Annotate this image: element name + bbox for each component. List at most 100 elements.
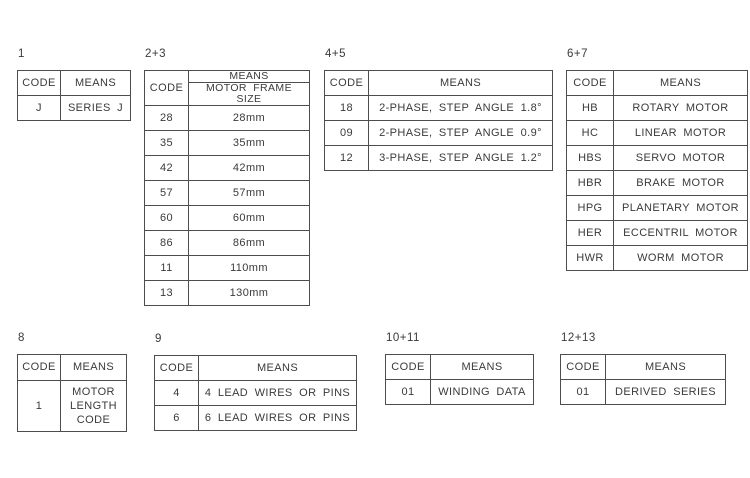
means-cell: PLANETARY MOTOR bbox=[613, 195, 748, 221]
table-label: 2+3 bbox=[145, 48, 167, 60]
means-cell: 2-PHASE, STEP ANGLE 1.8° bbox=[368, 95, 553, 121]
means-cell: 60mm bbox=[188, 205, 310, 232]
code-cell: HPG bbox=[566, 195, 614, 221]
column-header-means: MEANS bbox=[605, 354, 726, 380]
means-cell: 130mm bbox=[188, 280, 310, 307]
column-header-means: MEANS bbox=[198, 355, 357, 381]
means-cell: DERIVED SERIES bbox=[605, 379, 726, 405]
column-header-means: MEANS bbox=[60, 354, 127, 381]
means-cell: 35mm bbox=[188, 130, 310, 157]
means-cell: 6 LEAD WIRES OR PINS bbox=[198, 405, 357, 431]
column-header-means: MEANS bbox=[430, 354, 534, 380]
column-header-means: MEANS bbox=[60, 70, 131, 96]
code-cell: HWR bbox=[566, 245, 614, 271]
code-cell: HER bbox=[566, 220, 614, 246]
table-label: 9 bbox=[155, 333, 162, 345]
code-cell: 09 bbox=[324, 120, 369, 146]
column-header-code: CODE bbox=[154, 355, 199, 381]
code-cell: 13 bbox=[144, 280, 189, 307]
table-label: 6+7 bbox=[567, 48, 589, 60]
means-cell: LINEAR MOTOR bbox=[613, 120, 748, 146]
means-cell: SERIES J bbox=[60, 95, 131, 121]
means-cell: MOTOR LENGTH CODE bbox=[60, 380, 127, 432]
column-header-code: CODE bbox=[560, 354, 606, 380]
column-header-sub: MOTOR FRAME SIZE bbox=[188, 82, 310, 107]
means-cell: BRAKE MOTOR bbox=[613, 170, 748, 196]
code-cell: HBR bbox=[566, 170, 614, 196]
column-header-code: CODE bbox=[566, 70, 614, 96]
means-cell: WORM MOTOR bbox=[613, 245, 748, 271]
means-cell: 86mm bbox=[188, 230, 310, 257]
code-cell: 18 bbox=[324, 95, 369, 121]
code-cell: 01 bbox=[560, 379, 606, 405]
code-cell: 28 bbox=[144, 105, 189, 132]
table-label: 4+5 bbox=[325, 48, 347, 60]
code-cell: 57 bbox=[144, 180, 189, 207]
means-cell: 57mm bbox=[188, 180, 310, 207]
means-cell: 2-PHASE, STEP ANGLE 0.9° bbox=[368, 120, 553, 146]
code-cell: 42 bbox=[144, 155, 189, 182]
means-cell: ECCENTRIL MOTOR bbox=[613, 220, 748, 246]
code-cell: HB bbox=[566, 95, 614, 121]
code-cell: 11 bbox=[144, 255, 189, 282]
code-cell: 01 bbox=[385, 379, 431, 405]
means-cell: WINDING DATA bbox=[430, 379, 534, 405]
column-header-means: MEANS bbox=[368, 70, 553, 96]
column-header-code: CODE bbox=[324, 70, 369, 96]
table-label: 10+11 bbox=[386, 332, 420, 344]
code-cell: 1 bbox=[17, 380, 61, 432]
table-label: 1 bbox=[18, 48, 25, 60]
code-cell: 60 bbox=[144, 205, 189, 232]
column-header-code: CODE bbox=[144, 69, 189, 107]
column-header-means: MEANS bbox=[188, 69, 310, 84]
code-cell: 4 bbox=[154, 380, 199, 406]
means-cell: 42mm bbox=[188, 155, 310, 182]
header-sub-row: MOTOR FRAME SIZE bbox=[145, 82, 310, 107]
table-label: 8 bbox=[18, 332, 25, 344]
code-cell: J bbox=[17, 95, 61, 121]
column-header-code: CODE bbox=[385, 354, 431, 380]
code-cell: HBS bbox=[566, 145, 614, 171]
column-header-means: MEANS bbox=[613, 70, 748, 96]
column-header-code: CODE bbox=[17, 354, 61, 381]
